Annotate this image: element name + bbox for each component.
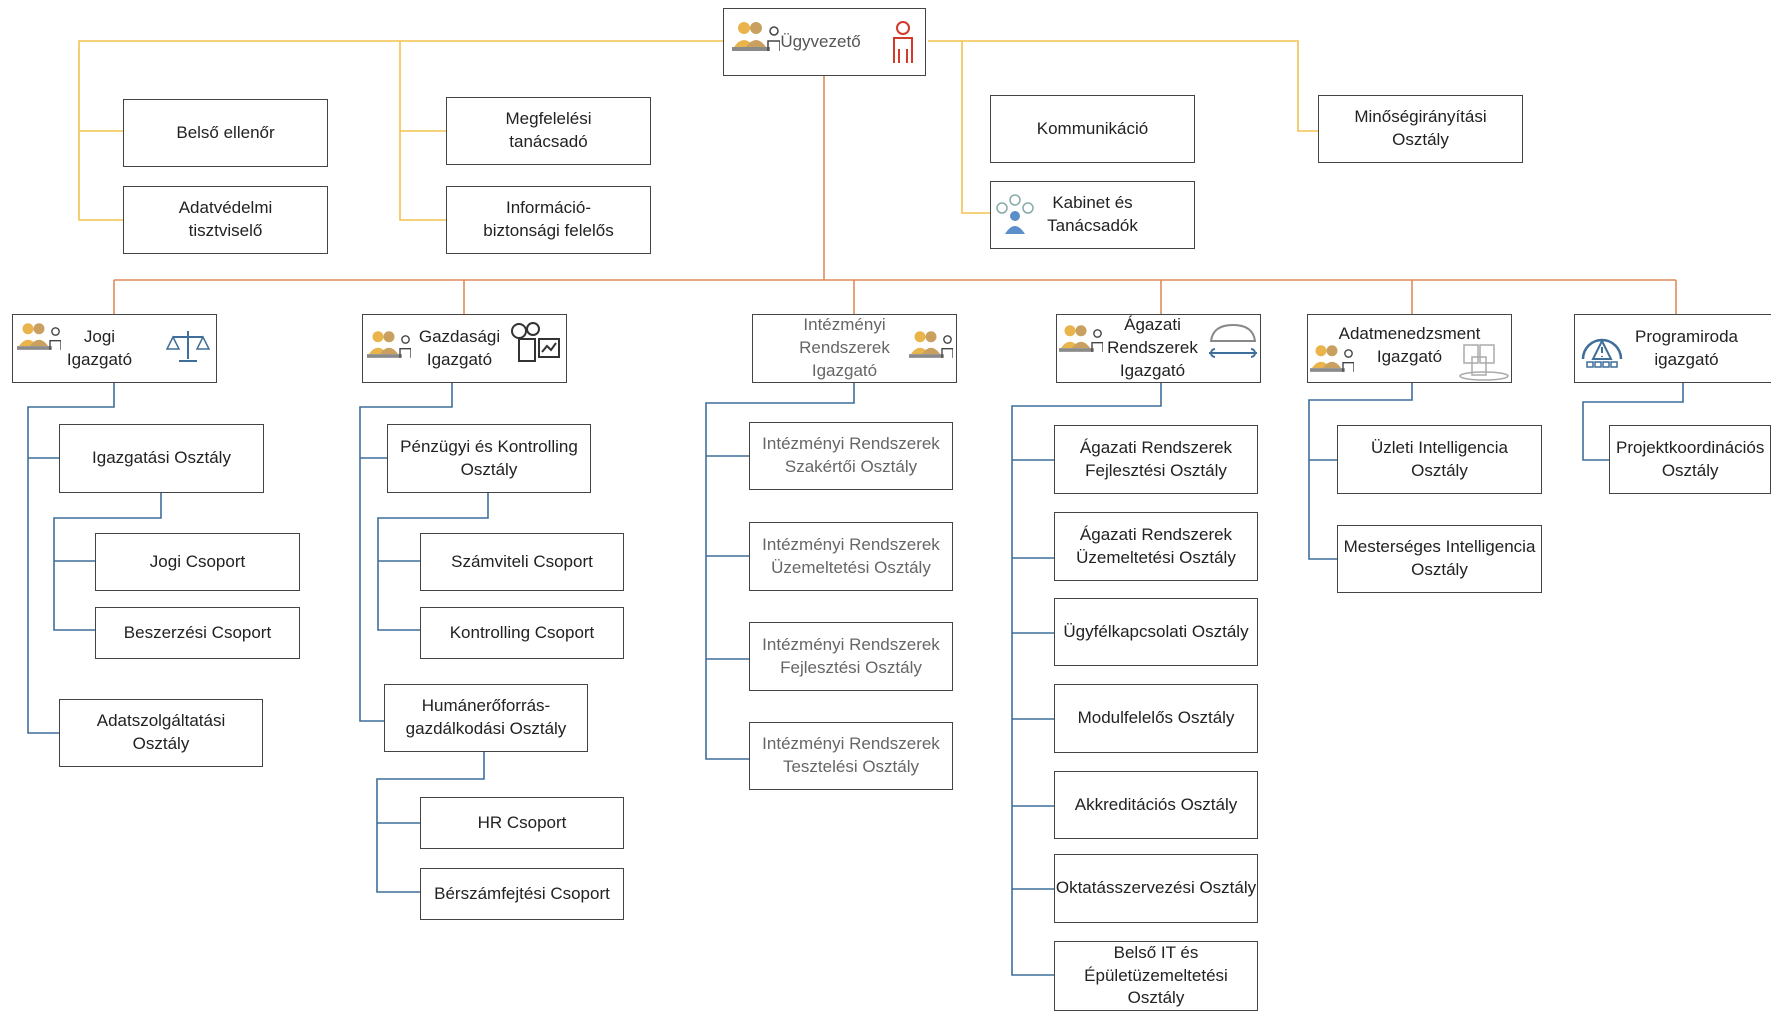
adatmenedzsment-igazgato-label: Adatmenedzsment Igazgató xyxy=(1338,323,1481,366)
projektkoordinacios-osztaly-box[interactable]: Projektkoordinációs Osztály xyxy=(1609,425,1771,494)
kommunikacio-box[interactable]: Kommunikáció xyxy=(990,95,1195,163)
minoseg-box[interactable]: Minőségirányítási Osztály xyxy=(1318,95,1523,163)
finance-icon xyxy=(511,322,560,362)
kontrolling-csoport-label: Kontrolling Csoport xyxy=(449,622,595,642)
beszerzesi-csoport-label: Beszerzési Csoport xyxy=(123,622,272,642)
adatszolgaltatasi-osztaly-label: Adatszolgáltatási Osztály xyxy=(96,711,226,753)
humaneroforras-osztaly-box[interactable]: Humánerőforrás- gazdálkodási Osztály xyxy=(384,684,588,752)
ir-uzemeltetesi-osztaly-label: Intézményi Rendszerek Üzemeltetési Osztá… xyxy=(762,534,940,577)
car-wrench-icon xyxy=(1209,323,1257,358)
ir-tesztelesi-osztaly-box[interactable]: Intézményi Rendszerek Tesztelési Osztály xyxy=(749,722,953,790)
unit-connectors xyxy=(27,383,1684,976)
belso-it-osztaly-box[interactable]: Belső IT és Épületüzemeltetési Osztály xyxy=(1054,941,1258,1011)
ugyfelkapcsolati-osztaly-box[interactable]: Ügyfélkapcsolati Osztály xyxy=(1054,598,1258,666)
belso-ellenor-box[interactable]: Belső ellenőr xyxy=(123,99,328,167)
penzugyi-osztaly-label: Pénzügyi és Kontrolling Osztály xyxy=(400,436,578,479)
programiroda-igazgato-box[interactable]: Programiroda igazgató xyxy=(1574,314,1771,383)
person-icon xyxy=(893,21,913,63)
ugyfelkapcsolati-osztaly-label: Ügyfélkapcsolati Osztály xyxy=(1063,621,1249,641)
jogi-csoport-label: Jogi Csoport xyxy=(149,551,246,571)
modulfelelos-osztaly-box[interactable]: Modulfelelős Osztály xyxy=(1054,684,1258,753)
ceo-box[interactable]: Ügyvezető xyxy=(723,8,926,76)
kabinet-label: Kabinet és Tanácsadók xyxy=(1047,193,1138,235)
berszamfejtesi-csoport-box[interactable]: Bérszámfejtési Csoport xyxy=(420,868,624,920)
szamviteli-csoport-box[interactable]: Számviteli Csoport xyxy=(420,533,624,591)
akkreditacios-osztaly-label: Akkreditációs Osztály xyxy=(1074,794,1238,814)
minoseg-label: Minőségirányítási Osztály xyxy=(1354,107,1487,149)
ceo-label: Ügyvezető xyxy=(780,31,861,51)
agazati-igazgato-box[interactable]: Ágazati Rendszerek Igazgató xyxy=(1056,314,1261,383)
kommunikacio-label: Kommunikáció xyxy=(1036,118,1149,138)
ir-szakertoi-osztaly-box[interactable]: Intézményi Rendszerek Szakértői Osztály xyxy=(749,422,953,490)
hr-csoport-box[interactable]: HR Csoport xyxy=(420,797,624,849)
intezmenyi-igazgato-box[interactable]: Intézményi Rendszerek Igazgató xyxy=(752,314,957,383)
szamviteli-csoport-label: Számviteli Csoport xyxy=(451,551,593,571)
people-icon xyxy=(732,22,780,51)
scales-icon xyxy=(165,331,211,362)
adatvedelmi-box[interactable]: Adatvédelmi tisztviselő xyxy=(123,186,328,254)
penzugyi-osztaly-box[interactable]: Pénzügyi és Kontrolling Osztály xyxy=(387,424,591,493)
adatszolgaltatasi-osztaly-box[interactable]: Adatszolgáltatási Osztály xyxy=(59,699,263,767)
informacio-label: Információ- biztonsági felelős xyxy=(483,198,614,240)
gazdasagi-igazgato-label: Gazdasági Igazgató xyxy=(418,326,501,369)
modulfelelos-osztaly-label: Modulfelelős Osztály xyxy=(1077,708,1235,728)
humaneroforras-osztaly-label: Humánerőforrás- gazdálkodási Osztály xyxy=(405,696,567,738)
uzleti-intelligencia-osztaly-label: Üzleti Intelligencia Osztály xyxy=(1370,437,1508,480)
agazati-igazgato-label: Ágazati Rendszerek Igazgató xyxy=(1107,315,1198,380)
adatmenedzsment-igazgato-box[interactable]: Adatmenedzsment Igazgató xyxy=(1307,314,1512,383)
servers-icon xyxy=(1459,344,1509,381)
director-connectors xyxy=(113,76,1677,314)
ir-fejlesztesi-osztaly-box[interactable]: Intézményi Rendszerek Fejlesztési Osztál… xyxy=(749,622,953,691)
dashboard-icon xyxy=(1581,338,1623,368)
igazgatasi-osztaly-label: Igazgatási Osztály xyxy=(92,448,231,468)
berszamfejtesi-csoport-label: Bérszámfejtési Csoport xyxy=(434,883,610,903)
people-icon xyxy=(1310,345,1354,372)
ar-uzemeltetesi-osztaly-label: Ágazati Rendszerek Üzemeltetési Osztály xyxy=(1076,524,1236,567)
projektkoordinacios-osztaly-label: Projektkoordinációs Osztály xyxy=(1616,437,1765,480)
staff-connectors xyxy=(78,40,1318,221)
oktatasszervezesi-osztaly-box[interactable]: Oktatásszervezési Osztály xyxy=(1054,854,1258,923)
belso-ellenor-label: Belső ellenőr xyxy=(176,122,275,142)
team-icon xyxy=(996,194,1034,234)
informacio-box[interactable]: Információ- biztonsági felelős xyxy=(446,186,651,254)
ir-szakertoi-osztaly-label: Intézményi Rendszerek Szakértői Osztály xyxy=(762,434,940,476)
megfelelesi-box[interactable]: Megfelelési tanácsadó xyxy=(446,97,651,165)
mesterseges-intelligencia-osztaly-box[interactable]: Mesterséges Intelligencia Osztály xyxy=(1337,525,1542,593)
adatvedelmi-label: Adatvédelmi tisztviselő xyxy=(178,198,273,240)
people-icon xyxy=(909,331,953,358)
people-icon xyxy=(1059,325,1103,352)
oktatasszervezesi-osztaly-label: Oktatásszervezési Osztály xyxy=(1055,878,1257,898)
programiroda-igazgato-label: Programiroda igazgató xyxy=(1635,326,1738,369)
ir-tesztelesi-osztaly-label: Intézményi Rendszerek Tesztelési Osztály xyxy=(762,734,940,776)
megfelelesi-label: Megfelelési tanácsadó xyxy=(505,109,592,151)
people-icon xyxy=(367,331,411,358)
ir-uzemeltetesi-osztaly-box[interactable]: Intézményi Rendszerek Üzemeltetési Osztá… xyxy=(749,522,953,591)
uzleti-intelligencia-osztaly-box[interactable]: Üzleti Intelligencia Osztály xyxy=(1337,425,1542,494)
jogi-igazgato-label: Jogi Igazgató xyxy=(66,326,133,369)
people-icon xyxy=(17,323,61,350)
ir-fejlesztesi-osztaly-label: Intézményi Rendszerek Fejlesztési Osztál… xyxy=(762,634,940,677)
kabinet-box[interactable]: Kabinet és Tanácsadók xyxy=(990,181,1195,249)
ar-uzemeltetesi-osztaly-box[interactable]: Ágazati Rendszerek Üzemeltetési Osztály xyxy=(1054,512,1258,581)
gazdasagi-igazgato-box[interactable]: Gazdasági Igazgató xyxy=(362,314,567,383)
jogi-igazgato-box[interactable]: Jogi Igazgató xyxy=(12,314,217,383)
kontrolling-csoport-box[interactable]: Kontrolling Csoport xyxy=(420,607,624,659)
mesterseges-intelligencia-osztaly-label: Mesterséges Intelligencia Osztály xyxy=(1343,537,1536,579)
jogi-csoport-box[interactable]: Jogi Csoport xyxy=(95,533,300,591)
beszerzesi-csoport-box[interactable]: Beszerzési Csoport xyxy=(95,607,300,659)
hr-csoport-label: HR Csoport xyxy=(477,812,567,832)
belso-it-osztaly-label: Belső IT és Épületüzemeltetési Osztály xyxy=(1084,942,1228,1008)
intezmenyi-igazgato-label: Intézményi Rendszerek Igazgató xyxy=(799,315,890,380)
ar-fejlesztesi-osztaly-box[interactable]: Ágazati Rendszerek Fejlesztési Osztály xyxy=(1054,425,1258,494)
akkreditacios-osztaly-box[interactable]: Akkreditációs Osztály xyxy=(1054,771,1258,839)
igazgatasi-osztaly-box[interactable]: Igazgatási Osztály xyxy=(59,424,264,493)
ar-fejlesztesi-osztaly-label: Ágazati Rendszerek Fejlesztési Osztály xyxy=(1079,437,1233,480)
